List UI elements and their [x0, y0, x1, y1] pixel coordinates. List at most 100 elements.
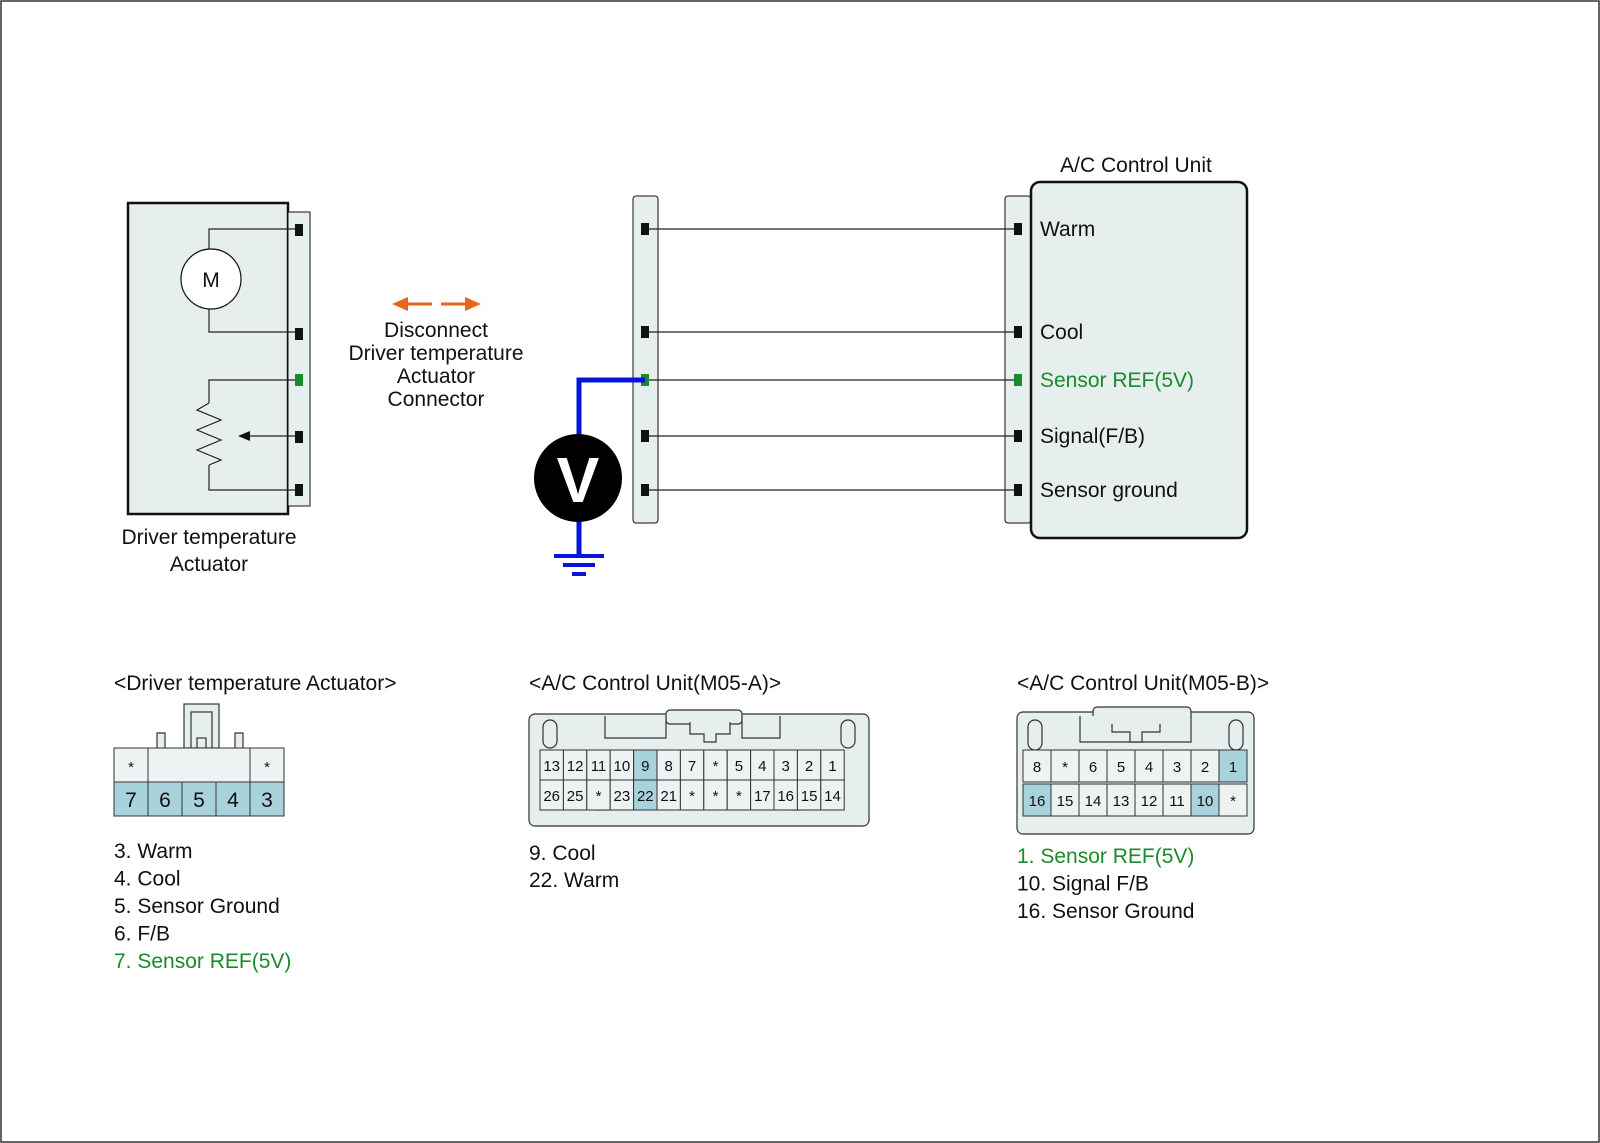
m05a-notch-right — [741, 716, 781, 739]
m05b-pin-cell — [1162, 783, 1192, 817]
m05a-pin-number: 22 — [637, 788, 654, 805]
m05a-pin-number: 21 — [660, 788, 677, 805]
m05b-pin-number: 6 — [1089, 759, 1097, 776]
control-unit-pin — [1014, 484, 1022, 496]
actuator-pin-cell — [113, 781, 149, 817]
m05b-post-right — [1228, 719, 1244, 751]
actuator-pin — [295, 484, 303, 496]
control-unit-pin-label: Cool — [1040, 321, 1083, 344]
m05b-pin-cell — [1190, 783, 1220, 817]
m05a-pin-number: 8 — [665, 758, 673, 775]
actuator-pin — [295, 431, 303, 443]
actuator-pin-cell — [181, 781, 217, 817]
m05b-pin-cell — [1078, 783, 1108, 817]
voltmeter: V — [534, 377, 645, 576]
m05a-pin-number: 13 — [543, 758, 560, 775]
harness-pin — [641, 223, 649, 235]
m05a-pin-number: 9 — [641, 758, 649, 775]
m05b-post-left — [1027, 719, 1043, 751]
actuator-pin-number: 7 — [125, 789, 137, 812]
m05a-pin-number: 1 — [828, 758, 836, 775]
m05b-pin-number: 12 — [1141, 793, 1158, 810]
control-unit-pin-label: Sensor ground — [1040, 479, 1178, 502]
resistor-icon — [195, 402, 223, 466]
disconnect-line2: Driver temperature — [348, 342, 523, 365]
actuator-legend-item: 4. Cool — [114, 868, 181, 891]
m05a-pin-number: 7 — [688, 758, 696, 775]
motor-wire-top — [208, 228, 298, 249]
actuator-pin — [295, 224, 303, 236]
voltmeter-label: V — [557, 444, 600, 516]
disconnect-line4: Connector — [388, 388, 485, 411]
m05b-legend-item: 10. Signal F/B — [1017, 873, 1149, 896]
actuator-legend-item: 6. F/B — [114, 923, 170, 946]
disconnect-line3: Actuator — [397, 365, 475, 388]
latch-left — [156, 732, 166, 748]
actuator-pin — [295, 328, 303, 340]
m05a-pin-number: 26 — [543, 788, 560, 805]
m05b-pin-cell — [1106, 749, 1136, 783]
m05a-pin-number: 12 — [567, 758, 584, 775]
m05a-pin-number: 11 — [591, 758, 607, 775]
voltmeter-icon — [534, 434, 622, 522]
m05b-pin-cell — [1022, 783, 1052, 817]
control-unit-pin-label: Sensor REF(5V) — [1040, 369, 1194, 392]
m05a-post-left — [542, 719, 558, 749]
arrow-left-icon — [392, 297, 408, 311]
m05b-pin-cell — [1190, 749, 1220, 783]
m05b-pin-number: 14 — [1085, 793, 1102, 810]
pot-wire-bottom — [208, 465, 298, 491]
arrow-right-icon — [465, 297, 481, 311]
driver-temperature-actuator: M Driver temperature Actuator — [121, 201, 311, 576]
actuator-pin-cell — [249, 747, 285, 783]
actuator-legend-item: 7. Sensor REF(5V) — [114, 950, 291, 973]
m05a-pin-number: * — [713, 758, 719, 775]
motor-wire-bottom — [208, 309, 298, 333]
m05b-pin-cell — [1022, 749, 1052, 783]
m05a-connector-title: <A/C Control Unit(M05-A)> — [529, 672, 781, 695]
disconnect-line1: Disconnect — [384, 319, 488, 342]
m05b-pin-number: 16 — [1029, 793, 1046, 810]
actuator-pin-number: 5 — [193, 789, 205, 812]
actuator-pin-cell — [113, 747, 149, 783]
m05a-pin-number: * — [736, 788, 742, 805]
m05b-pin-cell — [1134, 783, 1164, 817]
m05a-pin-number: * — [689, 788, 695, 805]
control-unit-title: A/C Control Unit — [1060, 154, 1212, 177]
disconnect-note: Disconnect Driver temperature Actuator C… — [348, 297, 524, 411]
m05b-pin-cell — [1218, 783, 1248, 817]
pot-wire-top — [208, 379, 298, 403]
harness-pin — [641, 326, 649, 338]
actuator-label-line1: Driver temperature — [121, 526, 296, 549]
m05b-pin-cell — [1134, 749, 1164, 783]
actuator-connector-strip — [287, 211, 311, 507]
m05a-pin-number: 16 — [777, 788, 794, 805]
actuator-pin-cell — [215, 781, 251, 817]
m05a-pin-number: 15 — [801, 788, 818, 805]
m05a-pin-number: 23 — [614, 788, 631, 805]
harness-connector-body — [632, 195, 659, 524]
m05b-legend-item: 1. Sensor REF(5V) — [1017, 845, 1194, 868]
m05b-pin-number: 3 — [1173, 759, 1181, 776]
actuator-pin-cell — [249, 781, 285, 817]
m05a-pin-number: 14 — [824, 788, 841, 805]
actuator-pin-number: * — [128, 759, 134, 776]
m05a-pin-number: 4 — [758, 758, 766, 775]
actuator-pin-number: 4 — [227, 789, 239, 812]
control-unit-pin — [1014, 326, 1022, 338]
harness-pin — [641, 484, 649, 496]
motor-icon — [180, 248, 242, 310]
latch-right — [234, 732, 244, 748]
actuator-pin-number: 3 — [261, 789, 273, 812]
m05b-pin-cell — [1106, 783, 1136, 817]
control-unit-pin — [1014, 430, 1022, 442]
m05b-key-notch — [1111, 724, 1161, 743]
m05a-pin-number: 5 — [735, 758, 743, 775]
control-unit-connector — [1004, 195, 1032, 524]
